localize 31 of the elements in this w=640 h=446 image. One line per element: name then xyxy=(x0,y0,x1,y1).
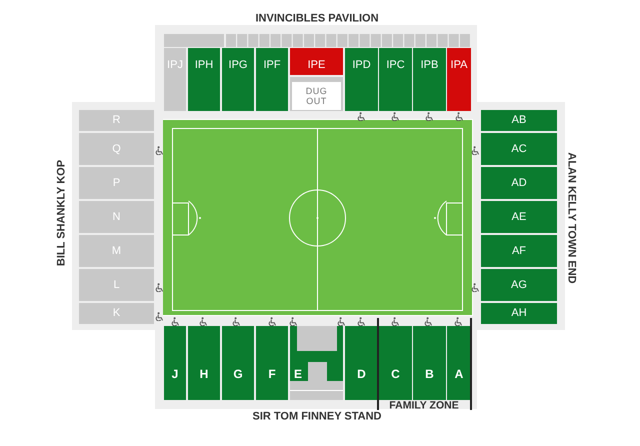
seat-section: IPH xyxy=(188,48,220,111)
seat-section: D xyxy=(345,326,378,400)
stand-name: ALAN KELLY TOWN END xyxy=(564,152,578,284)
seat-section: AD xyxy=(481,167,557,199)
seat-section: A xyxy=(447,326,471,400)
seat-section: G xyxy=(222,326,254,400)
seat-section: AH xyxy=(481,303,557,324)
seat-section: IPA xyxy=(447,48,471,111)
seat-section: IPC xyxy=(379,48,412,111)
seat-section: IPE xyxy=(290,48,343,75)
stand-name: BILL SHANKLY KOP xyxy=(56,160,68,266)
seat-section: J xyxy=(164,326,186,400)
stand-name: SIR TOM FINNEY STAND xyxy=(252,410,382,424)
seat-section xyxy=(290,326,343,400)
seat-section: AF xyxy=(481,235,557,267)
section-label: E xyxy=(294,368,302,381)
seat-section: F xyxy=(256,326,288,400)
seat-section: AG xyxy=(481,269,557,301)
seat-section: AC xyxy=(481,133,557,165)
stand-name: INVINCIBLES PAVILION xyxy=(255,12,379,26)
zone-label: FAMILY ZONE xyxy=(389,400,459,412)
seat-section: AE xyxy=(481,201,557,233)
seat-section: IPF xyxy=(256,48,288,111)
seat-section: AB xyxy=(481,110,557,131)
seat-section: B xyxy=(413,326,446,400)
seat-section: IPB xyxy=(413,48,446,111)
seat-section: IPG xyxy=(222,48,254,111)
seat-section: C xyxy=(379,326,412,400)
dugout-box: DUG OUT xyxy=(292,82,341,110)
seat-section: H xyxy=(188,326,220,400)
seat-section: IPD xyxy=(345,48,378,111)
